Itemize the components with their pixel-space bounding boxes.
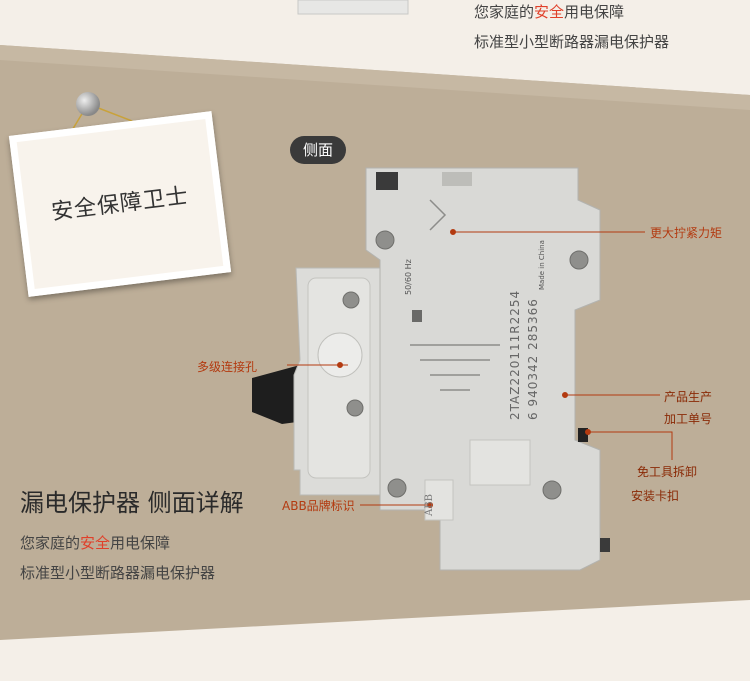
callout-lines xyxy=(287,229,673,508)
breaker-side-view xyxy=(252,167,610,571)
screw-top-left xyxy=(375,230,395,250)
mounting-clip xyxy=(578,428,588,442)
callout-multi-hole: 多级连接孔 xyxy=(197,360,258,374)
callout-abb-logo: ABB品牌标识 xyxy=(282,499,355,513)
abb-logo: ABB xyxy=(424,494,435,516)
screw-top-right xyxy=(569,250,589,270)
top-tagline-line2: 标准型小型断路器漏电保护器 xyxy=(474,33,670,51)
code-label: 2TAZ220111R2254 xyxy=(508,289,522,420)
callout-torque: 更大拧紧力矩 xyxy=(650,226,723,240)
screw-bottom-left xyxy=(387,478,407,498)
callout-tool-free-2: 安装卡扣 xyxy=(631,489,680,503)
callout-order-no-2: 加工单号 xyxy=(664,412,713,426)
top-tagline: 您家庭的安全用电保障 标准型小型断路器漏电保护器 xyxy=(474,0,669,57)
freq-label: 50/60 Hz xyxy=(404,259,413,295)
top-device-fragment xyxy=(297,0,409,15)
callout-order-no-1: 产品生产 xyxy=(664,390,713,404)
pushpin-icon xyxy=(76,92,100,116)
made-in-label: Made in China xyxy=(538,240,546,290)
frame-title: 安全保障卫士 xyxy=(50,183,191,226)
section-title: 漏电保护器 侧面详解 xyxy=(20,489,244,517)
bottom-tagline-line2: 标准型小型断路器漏电保护器 xyxy=(20,564,216,582)
side-label: 侧面 xyxy=(290,136,346,164)
callout-tool-free-1: 免工具拆卸 xyxy=(637,465,698,479)
bottom-tagline: 您家庭的安全用电保障 标准型小型断路器漏电保护器 xyxy=(20,528,215,588)
connection-hole xyxy=(317,332,363,378)
hanging-frame: 安全保障卫士 xyxy=(8,111,232,297)
barcode-label: 6 940342 285366 xyxy=(526,298,540,420)
screw-bottom-right xyxy=(542,480,562,500)
breaker-body xyxy=(365,167,601,571)
